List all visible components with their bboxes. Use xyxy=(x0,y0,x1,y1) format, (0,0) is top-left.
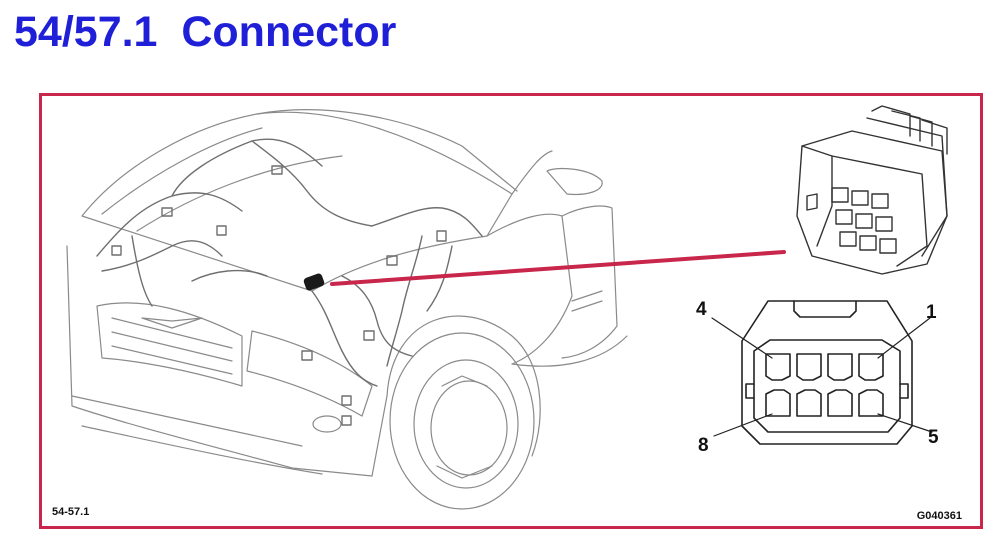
car-fender xyxy=(486,213,573,365)
car-windshield xyxy=(256,109,518,192)
figure-code-right: G040361 xyxy=(916,510,962,522)
pin-label-8: 8 xyxy=(698,435,709,456)
car-bumper xyxy=(66,245,388,477)
connector-location-marker xyxy=(303,273,325,291)
car-headlight xyxy=(246,330,373,417)
connector-face-view xyxy=(711,300,933,445)
car-front-tire xyxy=(389,332,535,510)
car-wheel-arch xyxy=(386,315,541,457)
car-side-mirror xyxy=(546,167,603,196)
leader-line xyxy=(330,250,786,286)
diagram-frame: 4 1 8 5 54-57.1 G040361 xyxy=(39,93,983,529)
figure-code-left: 54-57.1 xyxy=(52,506,90,518)
pin-label-1: 1 xyxy=(926,302,937,323)
car-illustration xyxy=(66,109,628,510)
pin-label-4: 4 xyxy=(696,299,707,320)
page-title: 54/57.1 Connector xyxy=(14,8,397,56)
car-grille xyxy=(96,302,243,387)
wiring-harness xyxy=(96,138,483,426)
connector-3d-view xyxy=(796,105,948,275)
pin-row-bottom xyxy=(765,389,884,417)
pin-label-5: 5 xyxy=(928,427,939,448)
diagram-artwork xyxy=(66,105,948,510)
pin-row-top xyxy=(765,353,884,381)
